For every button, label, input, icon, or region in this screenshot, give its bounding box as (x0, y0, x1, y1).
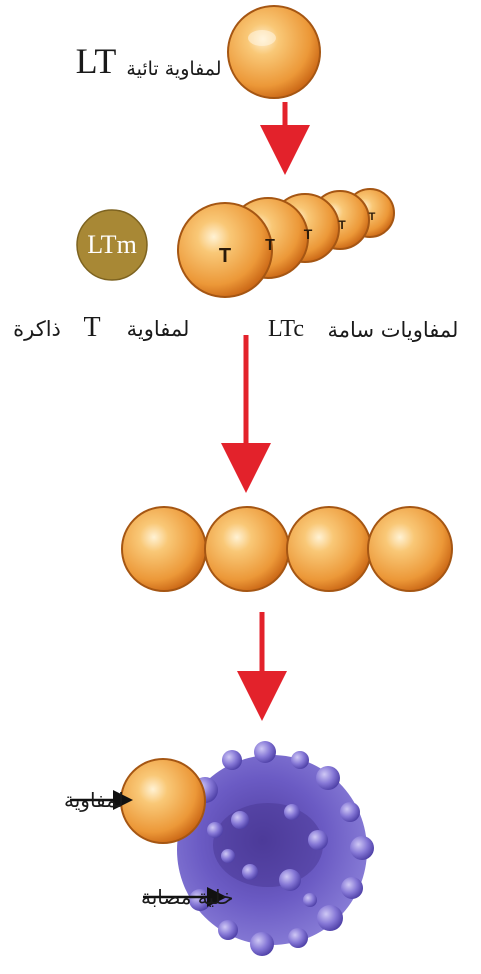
cytotoxic-code: LTc (268, 316, 304, 342)
infected-cell (177, 741, 374, 956)
row-cell-2 (205, 507, 289, 591)
receptor-letter-t: T (369, 211, 376, 223)
receptor-letter-t: T (304, 226, 313, 242)
lymphocyte-row (122, 507, 452, 591)
cytotoxic-t-cells (178, 189, 394, 297)
attached-lymphocyte (121, 759, 205, 843)
memory-cell-label: لمفاوية (127, 317, 190, 341)
lymphocyte-pointer-label: لمفاوية (64, 788, 124, 812)
t-lymphocyte-code: LT (76, 41, 117, 81)
receptor-letter-t: T (219, 245, 231, 267)
receptor-letter-t: T (265, 237, 275, 254)
t-lymphocyte-cell (228, 6, 320, 98)
row-cell-1 (122, 507, 206, 591)
memory-cell-suffix: ذاكرة (13, 317, 61, 341)
memory-cell-code: LTm (87, 230, 137, 259)
cytotoxic-label: لمفاويات سامة (328, 318, 459, 342)
t-lymphocyte-label: لمفاوية تائية (126, 58, 221, 80)
infected-cell-label: خلية مصابة (141, 885, 234, 909)
row-cell-4 (368, 507, 452, 591)
row-cell-3 (287, 507, 371, 591)
memory-cell-t: T (83, 312, 100, 343)
receptor-letter-t: T (338, 218, 346, 232)
